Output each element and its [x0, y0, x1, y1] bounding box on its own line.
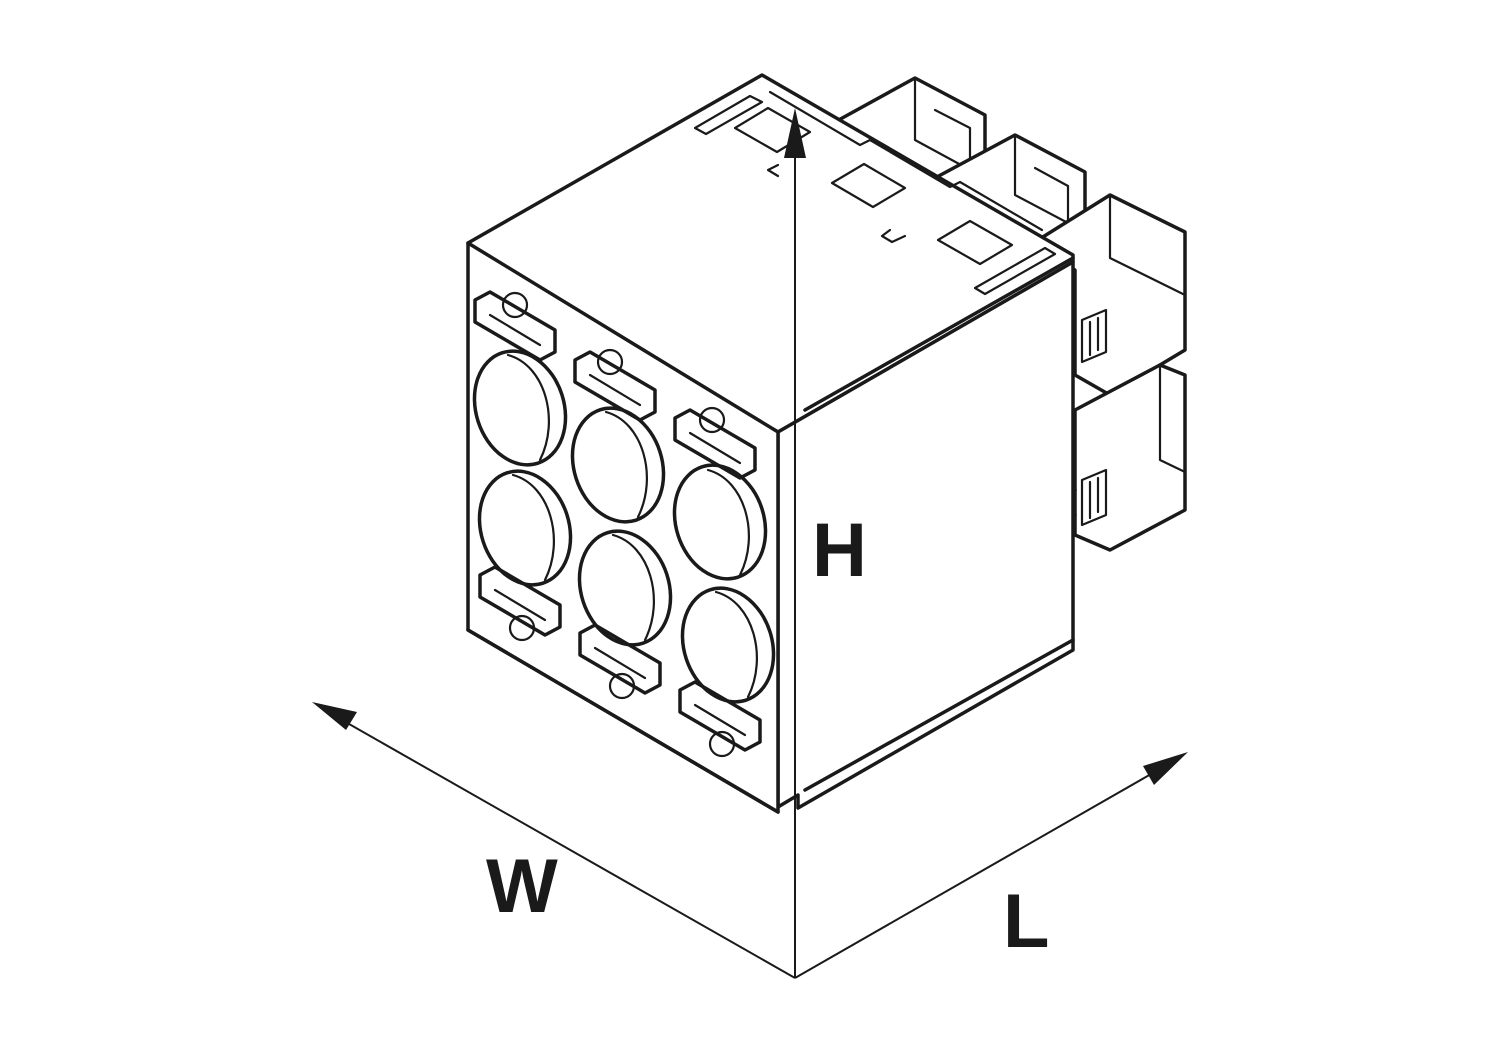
- terminal-opening: [570, 406, 666, 524]
- height-arrow-icon: [784, 108, 806, 158]
- terminal-opening: [577, 529, 673, 647]
- length-dimension-line: [794, 761, 1173, 979]
- width-arrow-icon: [312, 702, 357, 730]
- top-face-details: [693, 90, 1057, 296]
- length-arrow-icon: [1143, 752, 1188, 785]
- width-label: W: [486, 844, 558, 929]
- width-dimension-line: [327, 711, 796, 979]
- terminal-opening: [477, 469, 573, 587]
- terminal-openings: [472, 349, 776, 704]
- release-levers: [473, 290, 762, 758]
- terminal-opening: [680, 586, 776, 704]
- length-label: L: [1003, 879, 1049, 964]
- terminal-opening: [472, 349, 568, 467]
- height-label: H: [812, 508, 867, 593]
- dimension-lines: [312, 108, 1188, 979]
- terminal-opening: [672, 463, 768, 581]
